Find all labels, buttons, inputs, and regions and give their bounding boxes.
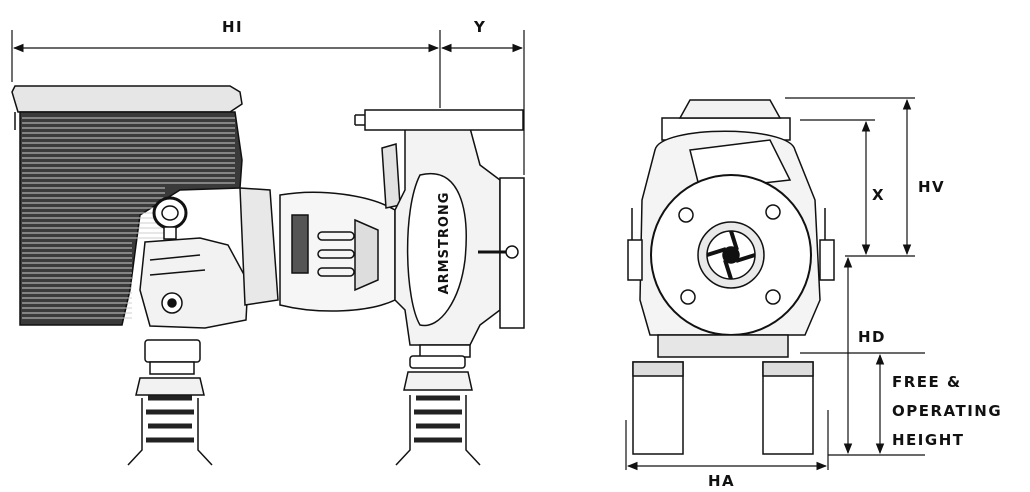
spring-isolator-right — [395, 355, 481, 466]
free-height-line-2: OPERATING — [892, 402, 1003, 420]
label-x: X — [872, 186, 886, 204]
label-hv: HV — [918, 178, 946, 196]
casing-brand-text: ARMSTRONG — [437, 192, 452, 295]
end-view-isolators — [632, 361, 814, 455]
side-view — [11, 85, 525, 358]
discharge-flange — [364, 109, 524, 131]
label-free-operating-height: FREE & OPERATING HEIGHT — [892, 368, 1002, 455]
side-view-isolators — [127, 339, 481, 466]
bracket-arm — [381, 143, 401, 209]
end-view — [627, 99, 835, 455]
end-view-base — [657, 334, 789, 358]
label-y: Y — [474, 18, 487, 36]
label-ha: HA — [708, 472, 736, 490]
motor-adapter — [239, 187, 279, 306]
label-hd: HD — [858, 328, 887, 346]
free-height-line-1: FREE & — [892, 373, 962, 391]
spring-isolator-left — [127, 339, 213, 466]
end-view-dimensions — [625, 97, 925, 471]
motor-cooling-fins — [22, 117, 235, 319]
motor-top-cover — [11, 85, 243, 113]
drive-control-box — [139, 237, 249, 329]
flange-bolts — [678, 204, 781, 305]
pump-volute — [406, 172, 467, 327]
free-height-line-3: HEIGHT — [892, 431, 965, 449]
side-view-dimensions — [11, 30, 525, 175]
label-hi: HI — [222, 18, 244, 36]
